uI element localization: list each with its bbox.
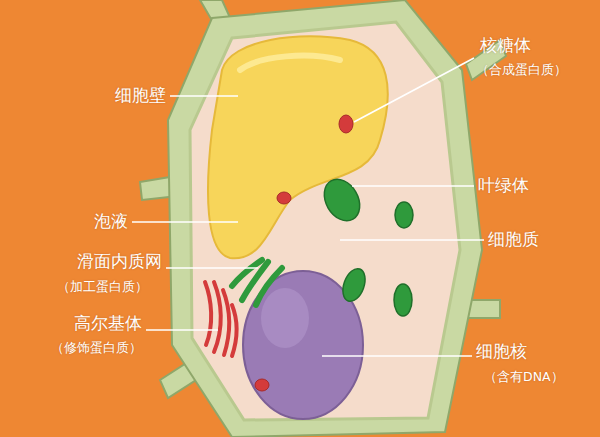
chloroplast [317,173,367,227]
function-note: （修饰蛋白质） [51,341,142,355]
smooth-er [232,260,262,286]
leader-line [352,185,474,187]
leader-line [354,58,474,122]
chloroplast [395,202,413,228]
golgi [232,305,237,356]
callout-label: 滑面内质网 [77,252,162,272]
golgi [223,290,229,355]
smooth-er [256,268,282,305]
leader-line [146,329,218,331]
ribosome [255,379,269,391]
leader-line [170,95,238,97]
function-note: （合成蛋白质） [476,63,567,77]
leader-line [322,355,472,357]
chloroplast [339,266,369,305]
callout-label: 细胞壁 [115,86,166,106]
leader-line [166,267,258,269]
function-note: （加工蛋白质） [57,280,148,294]
cytoplasm [190,22,460,420]
vacuole-highlight [240,56,340,70]
leader-line [132,221,238,223]
callout-label: 叶绿体 [478,176,529,196]
cell-wall [168,0,482,437]
ribosome [277,192,291,204]
vacuole [208,36,388,258]
leader-line [340,239,484,241]
callout-label: 细胞核 [476,342,527,362]
callout-label: 泡液 [94,212,128,232]
ribosome [339,115,353,133]
golgi [205,282,211,345]
function-note: （含有DNA） [484,370,564,384]
nucleus-highlight [261,288,309,348]
callout-label: 核糖体 [480,36,531,56]
callout-label: 细胞质 [488,230,539,250]
golgi [214,282,221,352]
callout-label: 高尔基体 [74,314,142,334]
chloroplast [394,284,412,316]
